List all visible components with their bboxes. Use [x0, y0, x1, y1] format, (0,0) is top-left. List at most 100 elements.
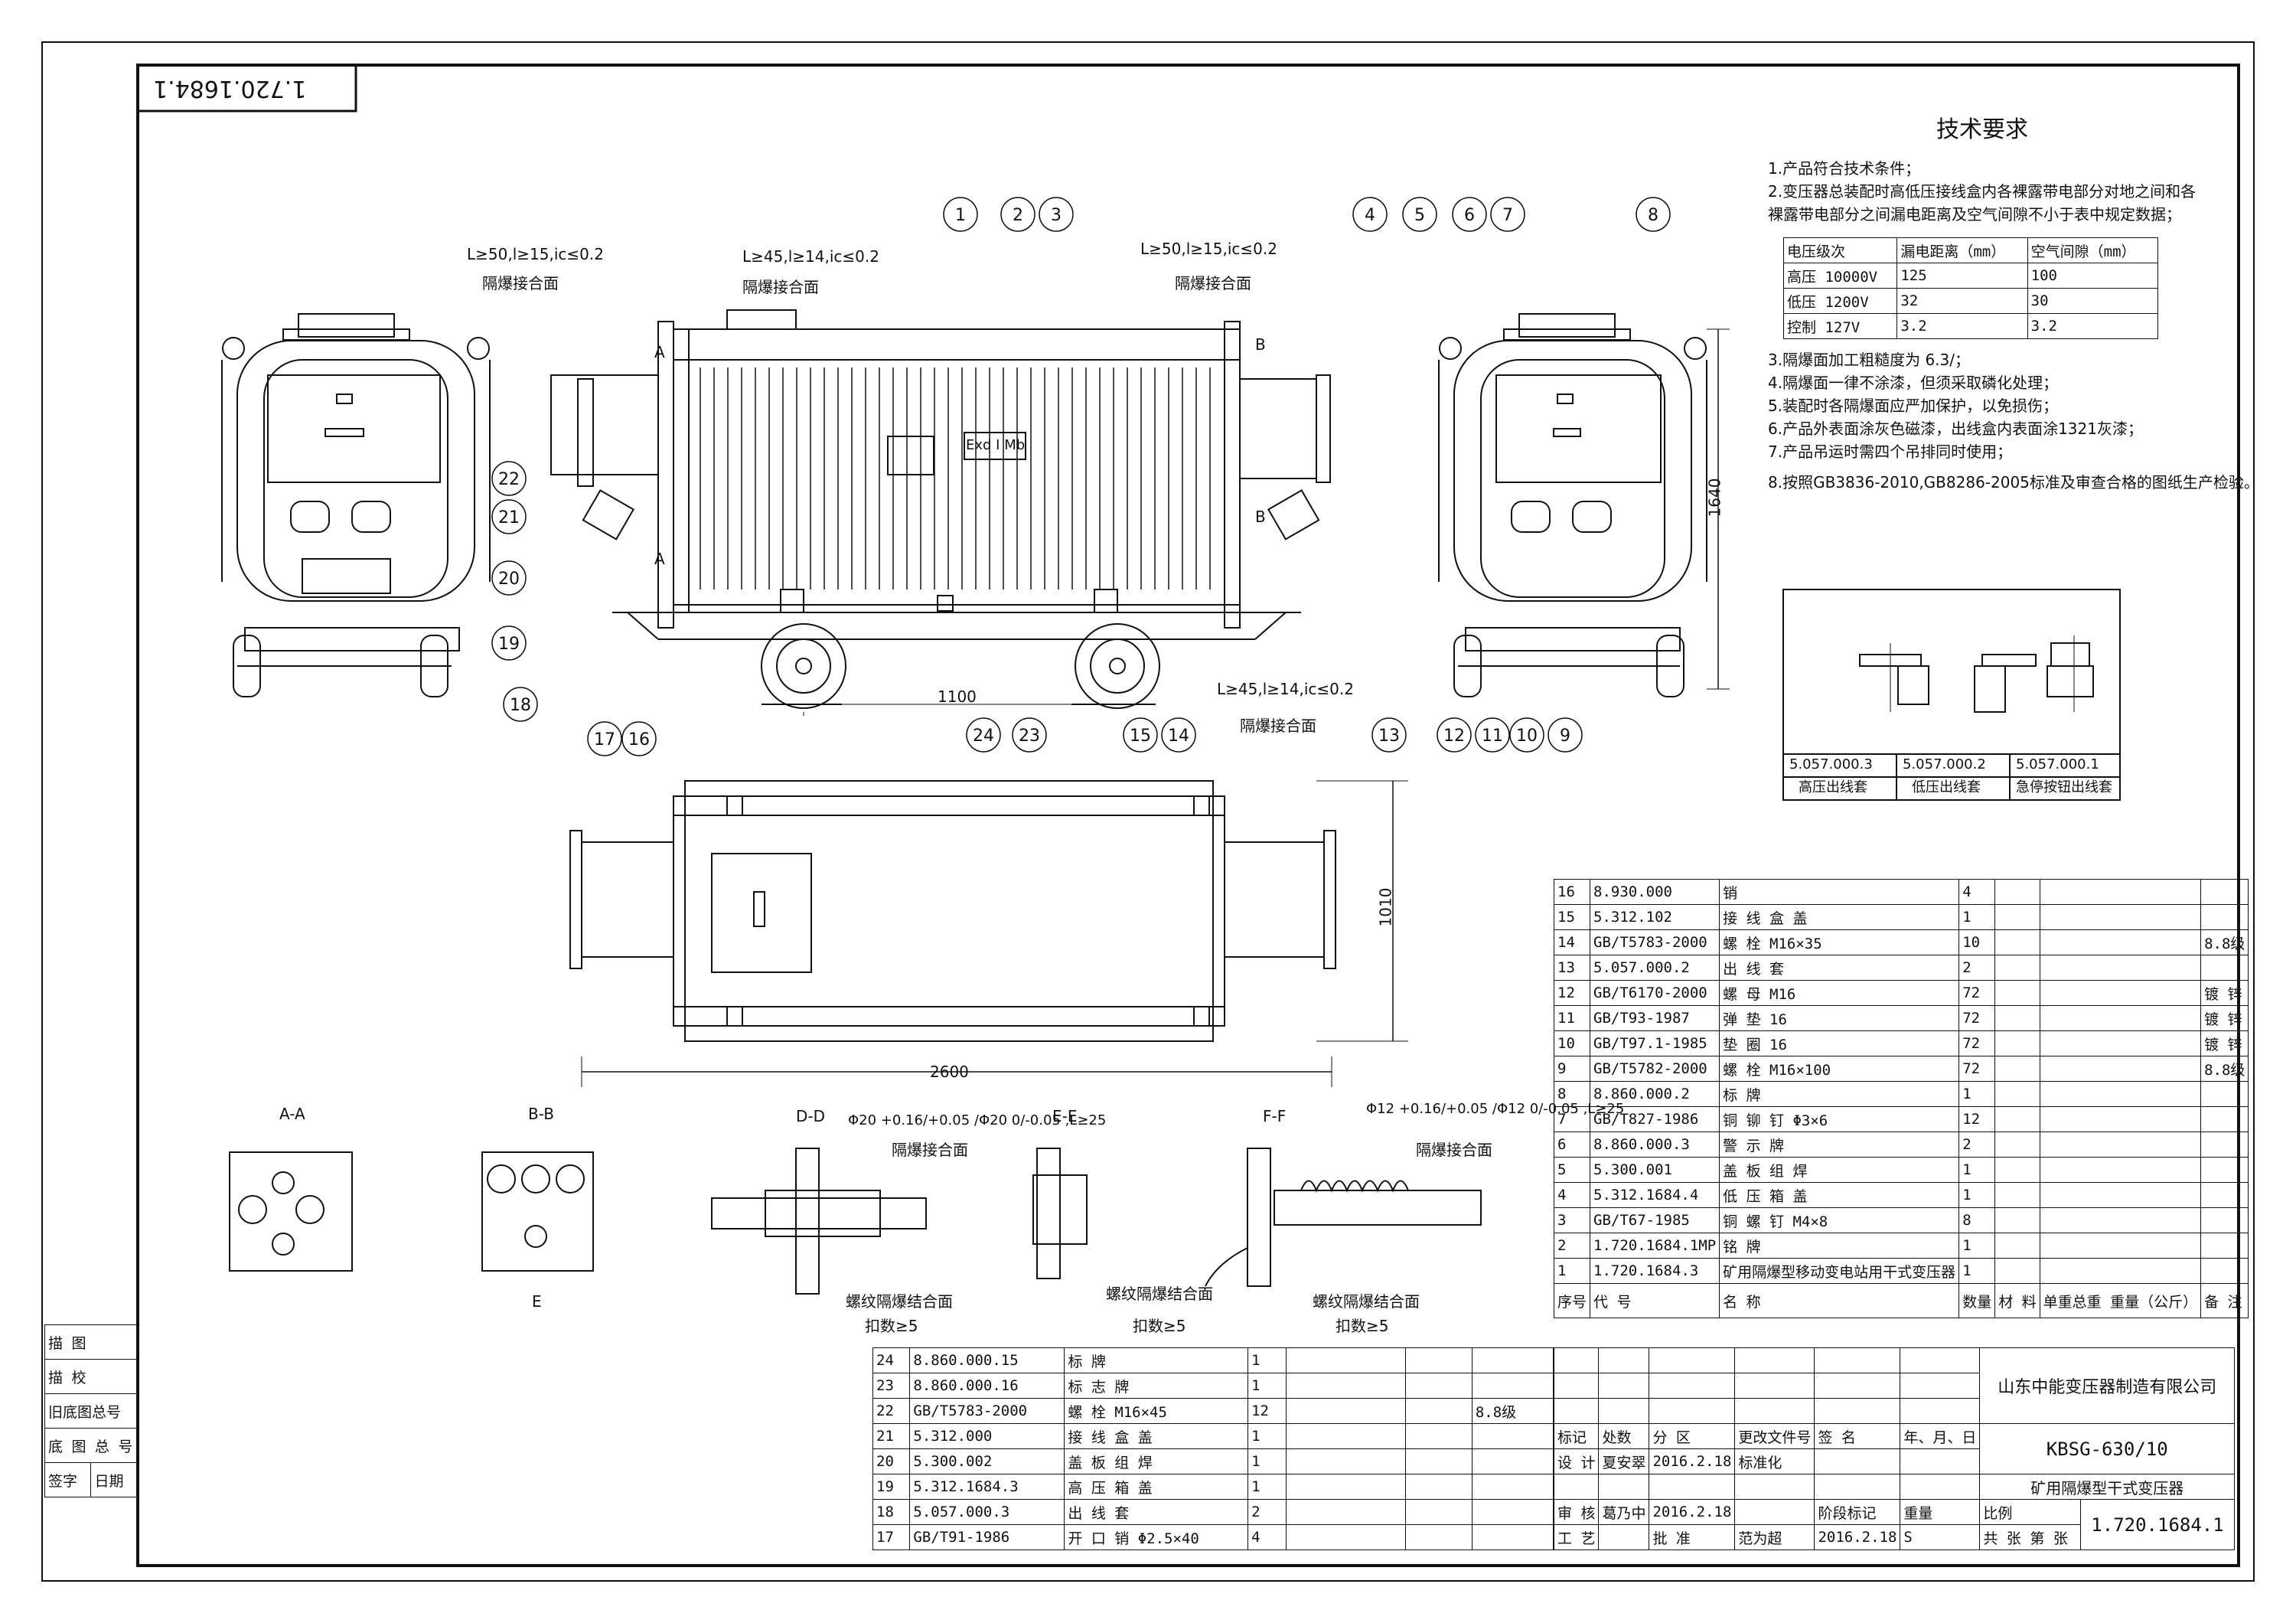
balloon-label-16: 16 [628, 730, 650, 749]
balloon-label-10: 10 [1516, 727, 1538, 746]
balloon-18 [503, 687, 538, 722]
rev-header: 分 区 [1649, 1423, 1736, 1449]
flame-joint-label: 隔爆接合面 [892, 1141, 968, 1159]
bom-header-cell: 名 称 [1719, 1283, 1960, 1318]
scale-label: 比例 [1979, 1499, 2081, 1525]
total-label: 共 [1983, 1530, 1998, 1547]
balloon-16 [621, 721, 657, 756]
dimension-1100: 1100 [938, 687, 977, 706]
bom-cell [1994, 1157, 2040, 1183]
title-block: 山东中能变压器制造有限公司 标记 处数 分 区 更改文件号 签 名 年、月、日 … [1553, 1347, 2235, 1550]
tech-line: 5.装配时各隔爆面应严加保护，以免损伤； [1768, 397, 2059, 415]
bom-cell: 8.930.000 [1590, 879, 1720, 905]
creepage-note: L≥50,l≥15,ic≤0.2 [1140, 240, 1277, 258]
bom-cell: 1 [1958, 1081, 1996, 1107]
balloon-5 [1402, 197, 1437, 232]
dimension-1640: 1640 [1705, 478, 1724, 518]
plan-view [569, 780, 1408, 1087]
blank [1814, 1448, 1901, 1474]
approve-date: 2016.2.18 [1814, 1524, 1901, 1550]
side-stamp: 描 图 描 校 旧底图总号 底 图 总 号 签字日期 [44, 1324, 138, 1497]
bom-header-cell: 代 号 [1590, 1283, 1720, 1318]
balloon-label-18: 18 [510, 696, 531, 715]
tech-line: 7.产品吊运时需四个吊排同时使用； [1768, 442, 2013, 461]
balloon-label-1: 1 [955, 206, 966, 225]
detail-name: 急停按钮出线套 [2016, 779, 2112, 795]
bom-cell: 72 [1958, 1030, 1996, 1056]
tech-line: 2.变压器总装配时高低压接线盒内各裸露带电部分对地之间和各 [1768, 182, 2197, 201]
bom-cell: 8.860.000.3 [1590, 1132, 1720, 1158]
balloon-label-14: 14 [1168, 727, 1189, 746]
balloon-label-17: 17 [594, 730, 615, 749]
balloon-label-15: 15 [1130, 727, 1151, 746]
bom-cell [1286, 1448, 1407, 1474]
bom-cell: GB/T5783-2000 [909, 1398, 1065, 1424]
bom-cell [1471, 1347, 1554, 1373]
bom-cell [1286, 1474, 1407, 1500]
balloon-8 [1636, 197, 1671, 232]
cell: 30 [2027, 288, 2159, 314]
tech-line: 6.产品外表面涂灰色磁漆，出线盒内表面涂1321灰漆； [1768, 420, 2143, 438]
bom-cell [1405, 1347, 1473, 1373]
bom-cell [1994, 1005, 2040, 1031]
bom-cell [2039, 1132, 2202, 1158]
bom-cell: 铜 螺 钉 M4×8 [1719, 1207, 1960, 1233]
balloon-label-22: 22 [498, 470, 520, 489]
bom-cell: 12 [1553, 980, 1591, 1006]
bom-cell [2039, 1030, 2202, 1056]
bom-cell [1286, 1347, 1407, 1373]
bom-cell: 7 [1553, 1106, 1591, 1132]
bom-cell: 16 [1553, 879, 1591, 905]
bom-cell: GB/T97.1-1985 [1590, 1030, 1720, 1056]
reviewer: 葛乃中 [1598, 1499, 1650, 1525]
drawing-number-rotated: 1.720.1684.1 [153, 75, 307, 102]
rev-cell [1649, 1373, 1736, 1399]
dimension-1010: 1010 [1376, 887, 1395, 927]
rev-cell [1900, 1347, 1981, 1373]
balloon-10 [1509, 717, 1544, 753]
bom-cell: 22 [872, 1398, 911, 1424]
bom-cell [1994, 904, 2040, 930]
balloon-label-19: 19 [498, 635, 520, 654]
rev-cell [1649, 1347, 1736, 1373]
bom-cell [2039, 1005, 2202, 1031]
balloon-14 [1161, 717, 1196, 753]
bom-cell: 盖 板 组 焊 [1719, 1157, 1960, 1183]
rev-cell [1649, 1398, 1736, 1424]
balloon-9 [1548, 717, 1583, 753]
balloon-label-12: 12 [1443, 727, 1465, 746]
bom-cell: 铭 牌 [1719, 1233, 1960, 1259]
bom-cell: 警 示 牌 [1719, 1132, 1960, 1158]
rev-cell [1814, 1347, 1901, 1373]
section-mark-a: A [654, 550, 665, 568]
bom-cell: 4 [1958, 879, 1996, 905]
detail-code: 5.057.000.3 [1789, 756, 1873, 772]
bom-cell [2200, 904, 2249, 930]
detail-name: 高压出线套 [1799, 779, 1867, 795]
review-date: 2016.2.18 [1649, 1499, 1736, 1525]
cell: 125 [1896, 263, 2028, 289]
main-front-view [550, 309, 1331, 716]
th: 空气间隙（mm） [2027, 237, 2159, 263]
bom-cell [1286, 1499, 1407, 1525]
balloon-19 [491, 625, 527, 661]
bom-cell [2039, 1056, 2202, 1082]
blank [1598, 1524, 1650, 1550]
tech-line: 1.产品符合技术条件； [1768, 159, 1921, 178]
bom-cell: 8 [1958, 1207, 1996, 1233]
balloon-label-9: 9 [1560, 727, 1570, 746]
bom-cell [2200, 1258, 2249, 1284]
designer: 夏安翠 [1598, 1448, 1650, 1474]
balloon-3 [1039, 197, 1074, 232]
